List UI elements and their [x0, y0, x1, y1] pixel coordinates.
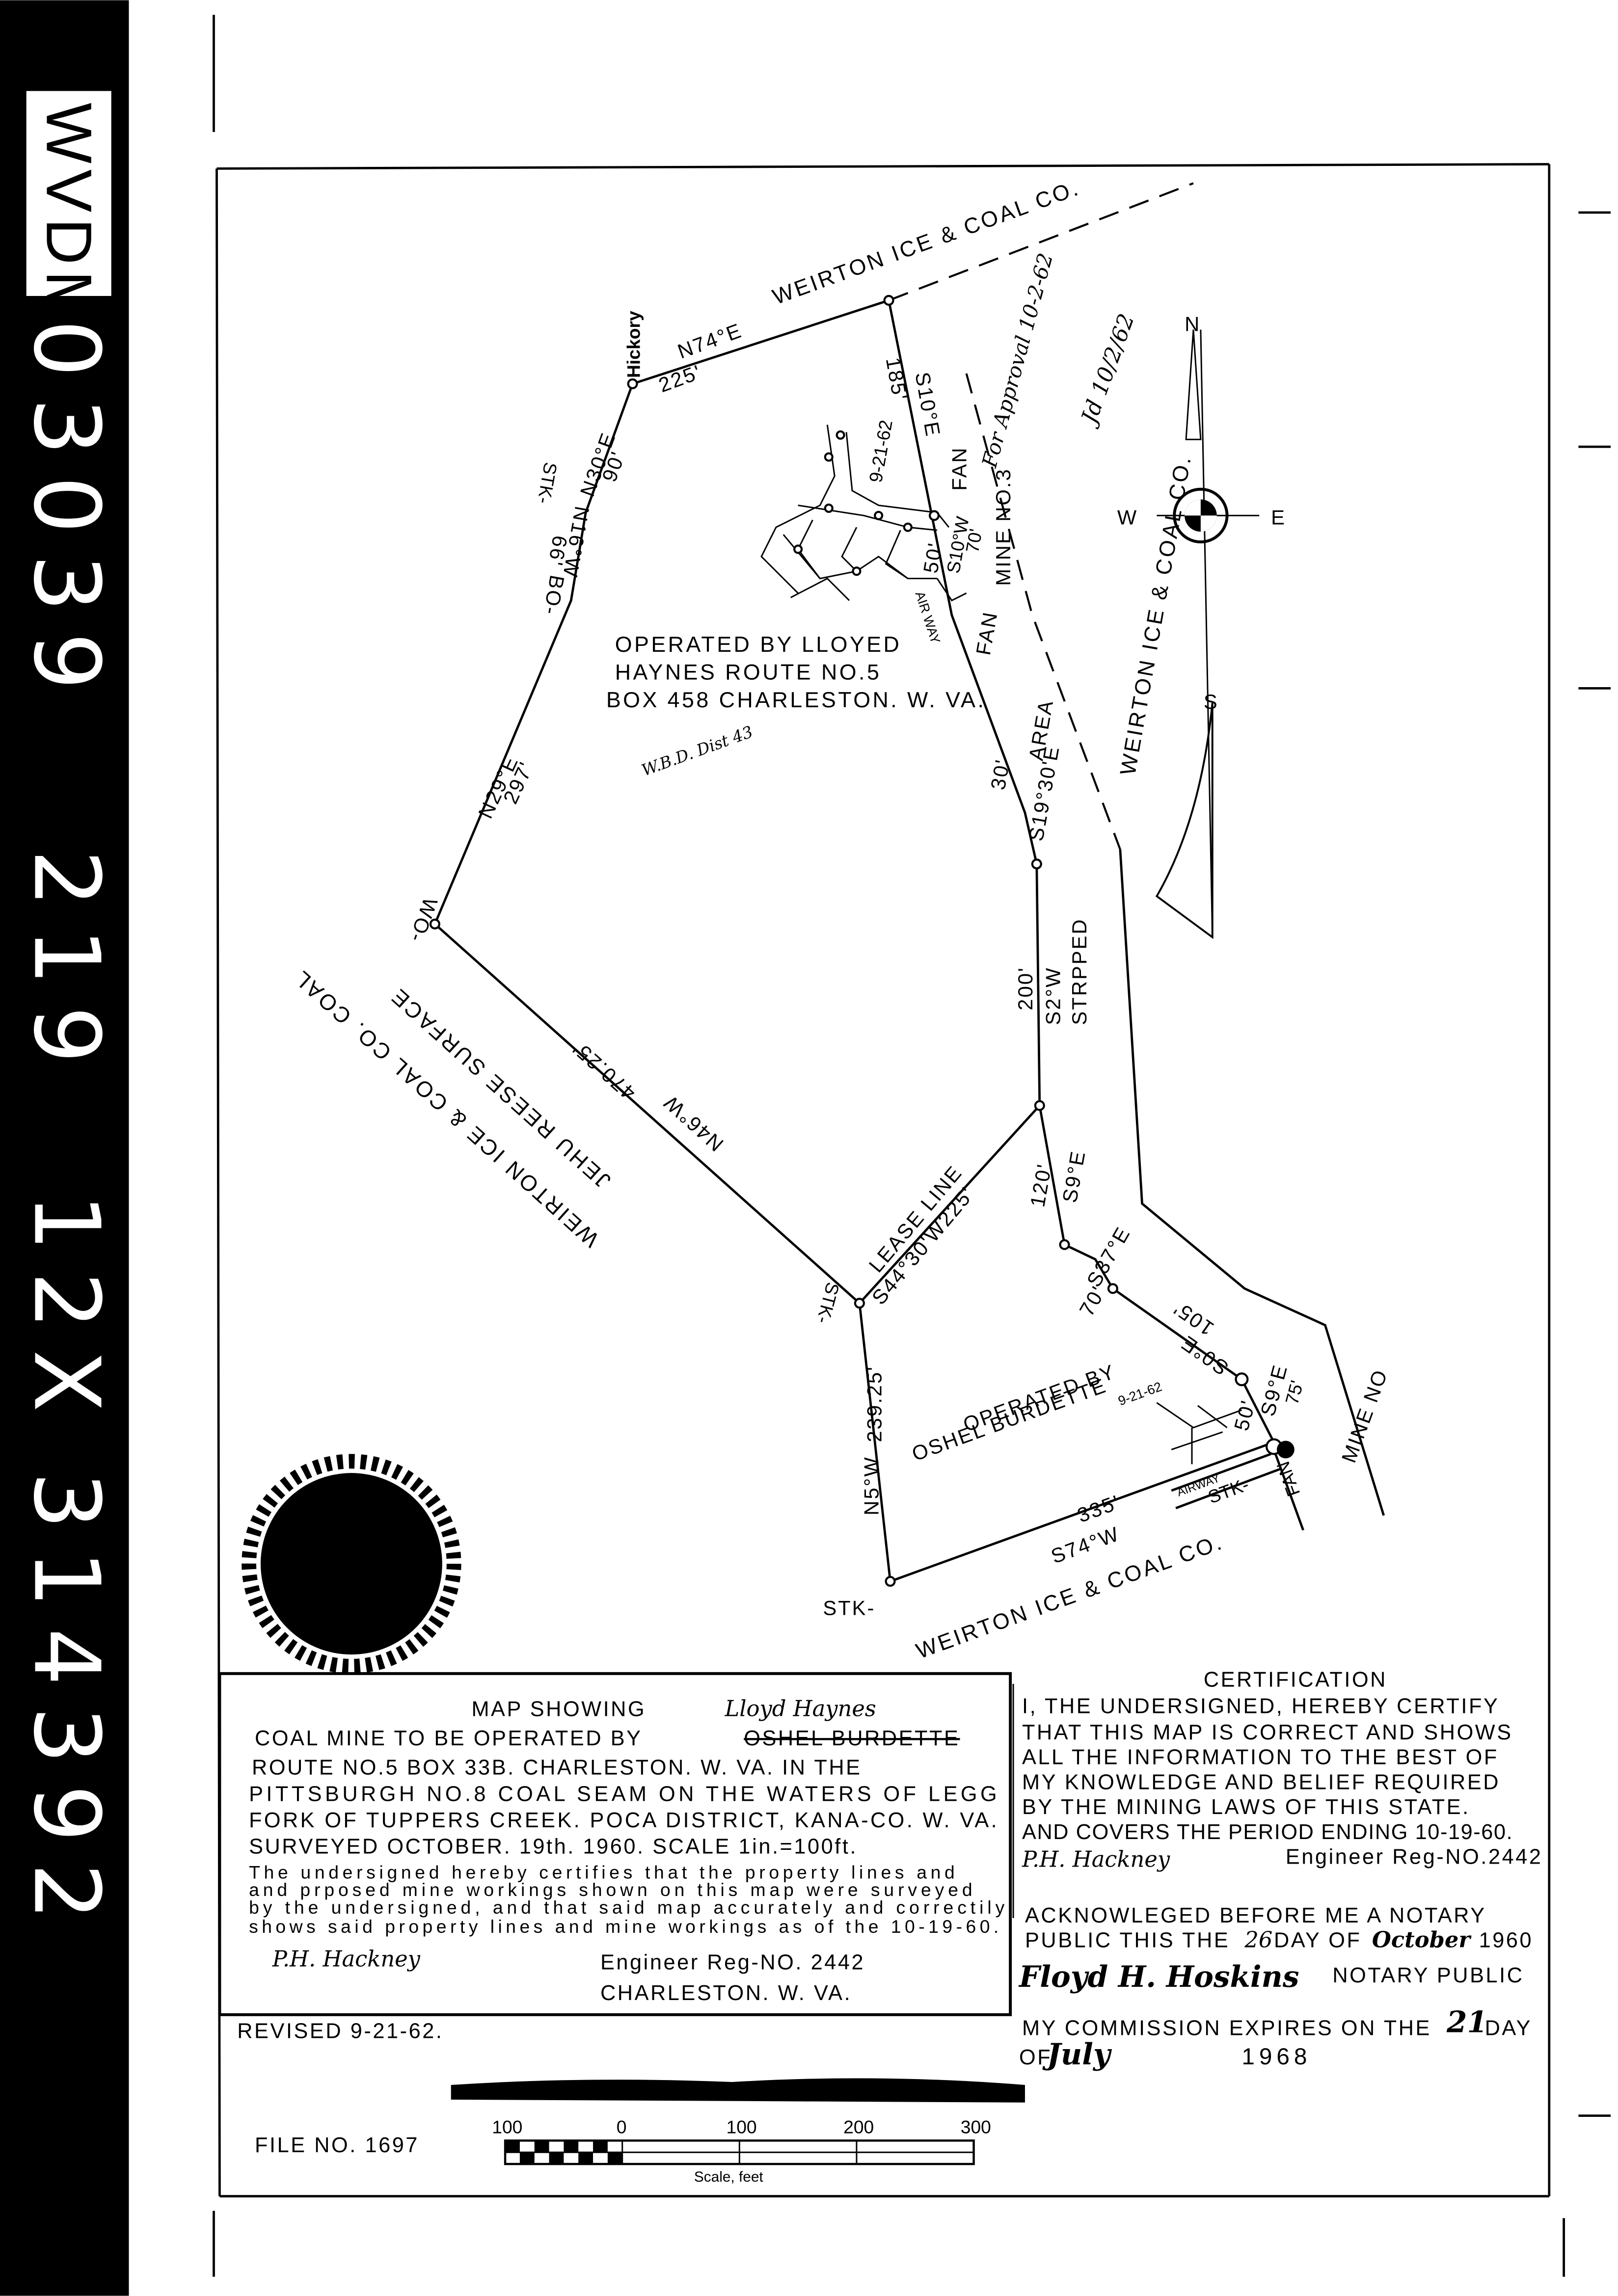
cert-ack-year: 1960	[1479, 1929, 1534, 1952]
label-strpped: STRPPED	[1068, 918, 1091, 1025]
label-239: 239.25'	[863, 1365, 886, 1442]
title-heading: MAP SHOWING	[471, 1697, 646, 1721]
commission-day: 21	[1446, 2005, 1487, 2040]
compass-s: S	[1204, 690, 1219, 713]
cert-line-1: I, THE UNDERSIGNED, HEREBY CERTIFY	[1022, 1694, 1499, 1718]
compass-w: W	[1117, 506, 1138, 529]
title-line-1: COAL MINE TO BE OPERATED BY	[255, 1727, 643, 1750]
commission-day-label: DAY	[1485, 2017, 1532, 2040]
title-line-4: FORK OF TUPPERS CREEK. POCA DISTRICT, KA…	[249, 1809, 998, 1832]
label-66: 66'	[544, 534, 572, 569]
film-group-3: 12X	[14, 1193, 120, 1432]
cert-line-4: MY KNOWLEDGE AND BELIEF REQUIRED	[1022, 1770, 1500, 1794]
operator-line-3: BOX 458 CHARLESTON. W. VA.	[606, 688, 986, 712]
film-prefix: WVDM	[33, 103, 105, 330]
label-mine-no3: MINE NO.3	[992, 468, 1015, 586]
scale-tick-0: 0	[617, 2116, 627, 2137]
cert-ack-day: 26	[1244, 1927, 1272, 1953]
label-s2w: S2°W	[1042, 966, 1065, 1025]
scale-tick-300: 300	[961, 2116, 991, 2137]
cert-line-2: THAT THIS MAP IS CORRECT AND SHOWS	[1022, 1721, 1513, 1744]
statement-line-2: and prposed mine workings shown on this …	[249, 1879, 972, 1900]
title-line-5: SURVEYED OCTOBER. 19th. 1960. SCALE 1in.…	[249, 1835, 858, 1859]
footer: FILE NO. 1697 100 0 100 200 300 Scale, f…	[255, 2078, 1025, 2185]
mine-workings-north	[760, 425, 967, 602]
notary-seal	[242, 1454, 461, 1674]
operator-note: OPERATED BY LLOYED HAYNES ROUTE NO.5 BOX…	[606, 632, 986, 712]
film-strip: WVDM 03039 219 12X 314392	[0, 0, 129, 2296]
scale-tick-200: 200	[843, 2116, 874, 2137]
scale-bar: 100 0 100 200 300 Scale, feet	[492, 2116, 991, 2185]
statement-line-1: The undersigned hereby certifies that th…	[249, 1862, 955, 1882]
commission-month: July	[1042, 2037, 1112, 2072]
scale-tick-100: 100	[726, 2116, 756, 2137]
commission-of: OF	[1019, 2046, 1052, 2069]
title-block: MAP SHOWING Lloyd Haynes COAL MINE TO BE…	[218, 1672, 1012, 2182]
lease-line	[859, 1104, 1041, 1304]
commission-expires: MY COMMISSION EXPIRES ON THE	[1022, 2017, 1431, 2040]
statement-line-3: by the undersigned, and that said map ac…	[249, 1897, 1004, 1918]
label-50-north: 50'	[919, 540, 947, 575]
property-boundary	[429, 182, 1385, 1587]
cert-engineer: Engineer Reg-NO.2442	[1286, 1845, 1543, 1869]
label-30: 30'	[986, 757, 1014, 792]
cert-signature: P.H. Hackney	[1022, 1846, 1170, 1872]
mine-workings-south	[1156, 1402, 1294, 1510]
title-handwritten-name: Lloyd Haynes	[724, 1695, 876, 1721]
cert-heading: CERTIFICATION	[1204, 1668, 1387, 1692]
label-fan-1: FAN	[948, 447, 971, 491]
compass-n: N	[1185, 313, 1201, 336]
revised-date: REVISED 9-21-62.	[237, 2020, 443, 2043]
engineer-reg: Engineer Reg-NO. 2442	[600, 1950, 865, 1974]
label-200: 200'	[1014, 966, 1037, 1011]
operator-line-2: HAYNES ROUTE NO.5	[615, 660, 882, 685]
compass-e: E	[1271, 506, 1286, 529]
film-group-4: 314392	[14, 1471, 120, 1941]
label-stk-4: STK-	[823, 1597, 875, 1620]
engineer-signature: P.H. Hackney	[272, 1946, 421, 1972]
north-arrow-compass: N S W E	[1117, 313, 1286, 939]
film-group-1: 03039	[14, 320, 120, 711]
certification-block: CERTIFICATION I, THE UNDERSIGNED, HEREBY…	[1012, 1668, 1543, 2072]
label-hickory: Hickory	[623, 311, 644, 378]
cert-line-5: BY THE MINING LAWS OF THIS STATE.	[1022, 1795, 1470, 1819]
cert-ack-month: October	[1372, 1927, 1472, 1953]
file-number: FILE NO. 1697	[255, 2134, 419, 2157]
notary-public-label: NOTARY PUBLIC	[1332, 1964, 1524, 1987]
title-line-3: PITTSBURGH NO.8 COAL SEAM ON THE WATERS …	[249, 1782, 998, 1806]
label-n5w: N5°W	[860, 1456, 883, 1515]
commission-year: 1968	[1241, 2044, 1311, 2070]
label-70-north: 70'	[962, 527, 986, 554]
cert-line-6: AND COVERS THE PERIOD ENDING 10-19-60.	[1022, 1820, 1514, 1844]
film-group-2: 219	[14, 850, 120, 1084]
cert-ack-2b: DAY OF	[1274, 1929, 1362, 1952]
notary-signature: Floyd H. Hoskins	[1018, 1960, 1299, 1994]
operator-line-1: OPERATED BY LLOYED	[615, 632, 902, 657]
scale-tick-neg100: 100	[492, 2116, 522, 2137]
engineer-city: CHARLESTON. W. VA.	[600, 1981, 852, 2005]
cert-line-3: ALL THE INFORMATION TO THE BEST OF	[1022, 1746, 1499, 1769]
cert-ack-1: ACKNOWLEGED BEFORE ME A NOTARY	[1025, 1904, 1486, 1927]
scale-label: Scale, feet	[694, 2169, 764, 2185]
title-line-2: ROUTE NO.5 BOX 33B. CHARLESTON. W. VA. I…	[252, 1756, 862, 1780]
cert-ack-2a: PUBLIC THIS THE	[1025, 1929, 1230, 1952]
title-struck-name: OSHEL BURDETTE	[744, 1727, 960, 1750]
